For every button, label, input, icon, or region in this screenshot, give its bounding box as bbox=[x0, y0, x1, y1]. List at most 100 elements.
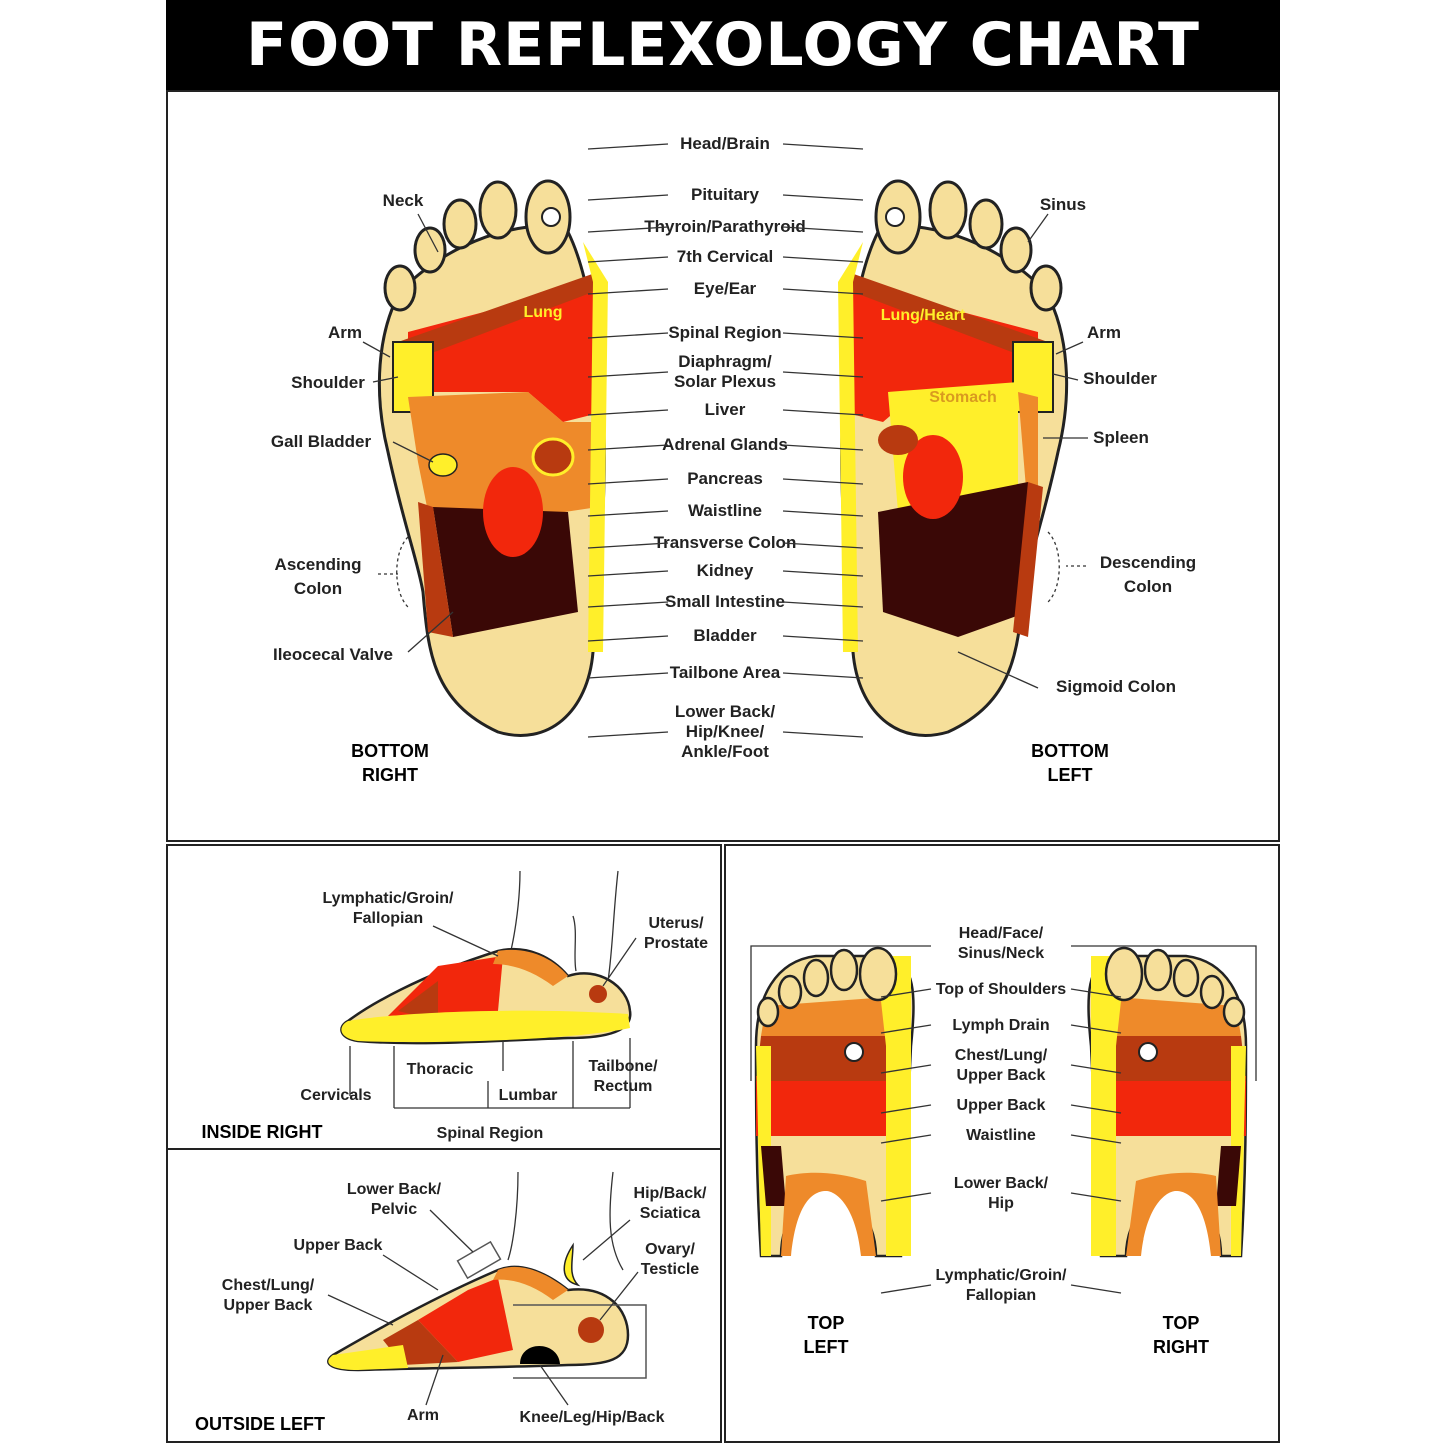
leader-line bbox=[782, 226, 864, 233]
organ-label-3-0: 7th Cervical bbox=[677, 247, 773, 266]
leader-line bbox=[587, 288, 669, 295]
leader-line bbox=[782, 601, 864, 608]
organ-label-6-0: Diaphragm/ bbox=[678, 352, 772, 371]
leader-line bbox=[587, 601, 669, 608]
top-label-1-0: Top of Shoulders bbox=[936, 981, 1066, 998]
arm-label-right-foot: Arm bbox=[328, 323, 362, 342]
top-label-5-0: Waistline bbox=[966, 1127, 1036, 1144]
organ-label-0-0: Head/Brain bbox=[680, 134, 770, 153]
top-label-0-1: Sinus/Neck bbox=[958, 945, 1044, 962]
organ-label-16-1: Hip/Knee/ bbox=[686, 722, 765, 741]
shoulder-label-right-foot: Shoulder bbox=[291, 373, 365, 392]
leader-line bbox=[782, 672, 864, 679]
leader-line bbox=[880, 1284, 932, 1294]
organ-label-15-0: Tailbone Area bbox=[670, 663, 781, 682]
thoracic-label: Thoracic bbox=[407, 1061, 474, 1078]
leader-line bbox=[587, 731, 669, 738]
leader-line bbox=[782, 478, 864, 485]
leader-line bbox=[880, 1064, 932, 1074]
sigmoid-colon-label: Sigmoid Colon bbox=[1056, 677, 1176, 696]
leader-line bbox=[587, 256, 669, 263]
bottom-left-foot: Lung/Heart Stomach bbox=[838, 179, 1069, 737]
leader-line bbox=[782, 510, 864, 517]
chest-label-2: Upper Back bbox=[224, 1297, 313, 1314]
shoulder-label-left-foot: Shoulder bbox=[1083, 369, 1157, 388]
bottom-center-labels: Head/BrainPituitaryThyroin/Parathyroid7t… bbox=[587, 134, 864, 761]
neck-label: Neck bbox=[383, 191, 424, 210]
organ-label-4-0: Eye/Ear bbox=[694, 279, 757, 298]
leader-line bbox=[587, 444, 669, 451]
leader-line bbox=[587, 570, 669, 577]
top-label-0-0: Head/Face/ bbox=[959, 925, 1044, 942]
organ-label-6-1: Solar Plexus bbox=[674, 372, 776, 391]
leader-line bbox=[1070, 1192, 1122, 1202]
top-label-6-1: Hip bbox=[988, 1195, 1014, 1212]
arm-label-left-foot: Arm bbox=[1087, 323, 1121, 342]
sinus-label: Sinus bbox=[1040, 195, 1086, 214]
leader-line bbox=[587, 332, 669, 339]
lung-label: Lung bbox=[523, 304, 562, 321]
leader-line bbox=[782, 731, 864, 738]
gall-bladder-label: Gall Bladder bbox=[271, 432, 372, 451]
leader-line bbox=[880, 988, 932, 998]
cervicals-label: Cervicals bbox=[300, 1087, 371, 1104]
upper-back-label: Upper Back bbox=[294, 1237, 383, 1254]
lower-back-label-1: Lower Back/ bbox=[347, 1181, 442, 1198]
top-right-caption-2: RIGHT bbox=[1153, 1337, 1209, 1357]
top-label-7-0: Lymphatic/Groin/ bbox=[936, 1267, 1068, 1284]
lower-back-label-2: Pelvic bbox=[371, 1201, 417, 1218]
leader-line bbox=[587, 143, 669, 150]
lymphatic-label-2: Fallopian bbox=[353, 910, 423, 927]
leader-line bbox=[1070, 1134, 1122, 1144]
lumbar-label: Lumbar bbox=[499, 1087, 558, 1104]
ascending-colon-label-2: Colon bbox=[294, 579, 342, 598]
title-bar: FOOT REFLEXOLOGY CHART bbox=[166, 0, 1280, 90]
lung-heart-label: Lung/Heart bbox=[881, 307, 966, 324]
organ-label-12-0: Kidney bbox=[697, 561, 754, 580]
bottom-left-caption-2: LEFT bbox=[1048, 765, 1093, 785]
organ-label-14-0: Bladder bbox=[693, 626, 757, 645]
leader-line bbox=[587, 194, 669, 201]
leader-line bbox=[782, 288, 864, 295]
outside-left-svg: Lower Back/ Pelvic Upper Back Chest/Lung… bbox=[195, 1171, 707, 1434]
inside-right-caption: INSIDE RIGHT bbox=[201, 1122, 322, 1142]
ascending-colon-label-1: Ascending bbox=[275, 555, 362, 574]
leader-line bbox=[782, 371, 864, 378]
chart-title: FOOT REFLEXOLOGY CHART bbox=[246, 10, 1200, 80]
top-label-4-0: Upper Back bbox=[957, 1097, 1046, 1114]
ovary-label-2: Testicle bbox=[641, 1261, 700, 1278]
organ-label-16-2: Ankle/Foot bbox=[681, 742, 769, 761]
spinal-region-label: Spinal Region bbox=[437, 1125, 544, 1142]
leader-line bbox=[587, 409, 669, 416]
top-label-2-0: Lymph Drain bbox=[952, 1017, 1049, 1034]
knee-label: Knee/Leg/Hip/Back bbox=[520, 1409, 665, 1426]
top-right-caption-1: TOP bbox=[1163, 1313, 1200, 1333]
leader-line bbox=[880, 1192, 932, 1202]
arm-label-outside: Arm bbox=[407, 1407, 439, 1424]
descending-colon-label-1: Descending bbox=[1100, 553, 1196, 572]
leader-line bbox=[880, 1104, 932, 1114]
top-label-3-0: Chest/Lung/ bbox=[955, 1047, 1048, 1064]
leader-line bbox=[587, 635, 669, 642]
leader-line bbox=[782, 256, 864, 263]
top-right-foot bbox=[1087, 946, 1248, 1258]
leader-line bbox=[782, 409, 864, 416]
leader-line bbox=[782, 194, 864, 201]
leader-line bbox=[587, 371, 669, 378]
leader-line bbox=[782, 542, 864, 549]
leader-line bbox=[782, 570, 864, 577]
leader-line bbox=[782, 143, 864, 150]
tailbone-label-2: Rectum bbox=[594, 1078, 653, 1095]
ovary-label-1: Ovary/ bbox=[645, 1241, 695, 1258]
leader-line bbox=[1070, 1064, 1122, 1074]
organ-label-1-0: Pituitary bbox=[691, 185, 760, 204]
top-label-6-0: Lower Back/ bbox=[954, 1175, 1049, 1192]
leader-line bbox=[1070, 1284, 1122, 1294]
organ-label-10-0: Waistline bbox=[688, 501, 762, 520]
bottom-view-panel: Lung Lung/Heart bbox=[166, 90, 1280, 842]
uterus-label-1: Uterus/ bbox=[648, 915, 704, 932]
leader-line bbox=[587, 672, 669, 679]
